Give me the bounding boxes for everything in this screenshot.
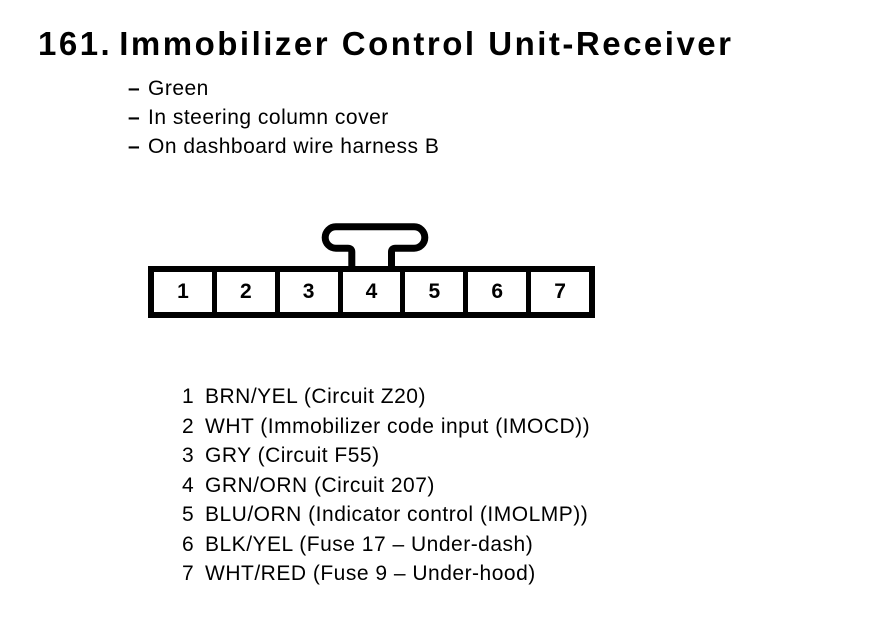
connector-cavity-2: 2	[216, 272, 275, 312]
connector-cavity-5: 5	[405, 272, 464, 312]
pin-number: 1	[182, 385, 195, 408]
cavity-number: 5	[428, 280, 441, 303]
note-item: – On dashboard wire harness B	[128, 132, 439, 161]
connector-cavity-3: 3	[279, 272, 338, 312]
figure-number: 161.	[38, 25, 113, 62]
notes-list: – Green – In steering column cover – On …	[128, 74, 439, 161]
note-text: On dashboard wire harness B	[148, 135, 440, 158]
pin-number: 7	[182, 562, 195, 585]
pin-number: 6	[182, 532, 195, 556]
dash-marker: –	[128, 77, 141, 100]
pin-row: 3 GRY (Circuit F55)	[182, 441, 590, 471]
connector-lock-tab	[321, 223, 429, 270]
pin-description: GRN/ORN (Circuit 207)	[205, 473, 435, 497]
figure-title: Immobilizer Control Unit-Receiver	[119, 25, 734, 62]
pin-row: 7 WHT/RED (Fuse 9 – Under-hood)	[182, 559, 590, 589]
cavity-number: 2	[239, 280, 252, 303]
pin-list: 1 BRN/YEL (Circuit Z20) 2 WHT (Immobiliz…	[182, 382, 590, 589]
cavity-number: 3	[302, 280, 315, 303]
pin-row: 1 BRN/YEL (Circuit Z20)	[182, 382, 590, 412]
page-title: 161. Immobilizer Control Unit-Receiver	[38, 26, 734, 62]
connector-cavity-6: 6	[468, 272, 527, 312]
dash-marker: –	[128, 135, 141, 158]
cavity-number: 1	[177, 280, 189, 303]
pin-row: 4 GRN/ORN (Circuit 207)	[182, 471, 590, 501]
cavity-number: 7	[554, 280, 566, 303]
pin-number: 5	[182, 503, 195, 526]
pin-description: BRN/YEL (Circuit Z20)	[205, 385, 426, 408]
pin-row: 6 BLK/YEL (Fuse 17 – Under-dash)	[182, 530, 590, 560]
cavity-number: 4	[365, 280, 378, 303]
pin-row: 2 WHT (Immobilizer code input (IMOCD))	[182, 412, 590, 442]
note-text: In steering column cover	[148, 106, 389, 129]
note-item: – Green	[128, 74, 439, 103]
pin-description: WHT (Immobilizer code input (IMOCD))	[205, 414, 591, 438]
cavity-number: 6	[491, 280, 504, 303]
connector-diagram: 1 2 3 4 5 6 7	[148, 266, 595, 318]
pin-row: 5 BLU/ORN (Indicator control (IMOLMP))	[182, 500, 590, 530]
pin-description: GRY (Circuit F55)	[205, 444, 380, 467]
pin-number: 3	[182, 444, 195, 467]
connector-cavity-4: 4	[342, 272, 401, 312]
connector-cavity-1: 1	[154, 272, 212, 312]
lock-tab-outline	[321, 223, 429, 270]
pin-description: WHT/RED (Fuse 9 – Under-hood)	[205, 562, 536, 585]
connector-cavity-7: 7	[531, 272, 590, 312]
pin-description: BLU/ORN (Indicator control (IMOLMP))	[205, 503, 589, 526]
pin-description: BLK/YEL (Fuse 17 – Under-dash)	[205, 532, 534, 556]
note-text: Green	[148, 77, 209, 100]
pin-number: 2	[182, 414, 195, 438]
note-item: – In steering column cover	[128, 103, 439, 132]
dash-marker: –	[128, 106, 141, 129]
pin-number: 4	[182, 473, 195, 497]
